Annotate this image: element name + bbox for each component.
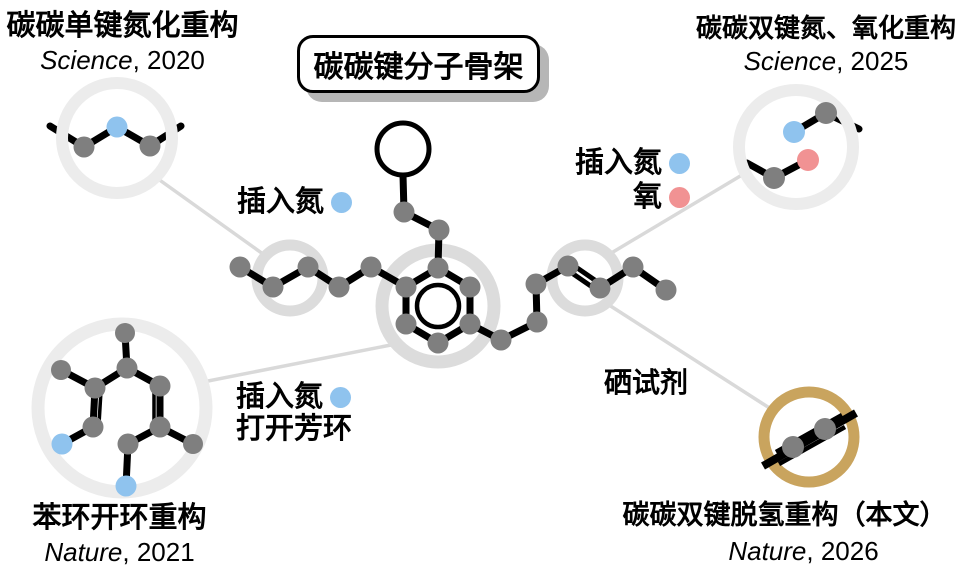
carbon-atom: [763, 167, 785, 189]
journal-year: , 2021: [122, 537, 195, 567]
fragment-circle: [31, 317, 213, 499]
fragment-circle: [56, 77, 178, 199]
fragment-bottom-right: [758, 386, 860, 488]
carbon-atom: [116, 357, 138, 379]
nitrogen-atom: [51, 433, 73, 455]
carbon-atom: [782, 436, 804, 458]
journal-year: , 2025: [836, 46, 909, 76]
carbon-atom: [459, 313, 481, 335]
carbon-atom: [117, 433, 139, 455]
carbon-atom: [297, 256, 319, 278]
center-title-label: 碳碳键分子骨架: [313, 51, 524, 84]
carbon-atom: [149, 416, 171, 438]
carbon-atom: [149, 375, 171, 397]
bottom-left-title: 苯环开环重构: [32, 502, 207, 534]
annotation-text: 插入氮: [237, 186, 325, 218]
carbon-atom: [525, 273, 547, 295]
carbon-atom: [115, 323, 135, 343]
annotation-row: 打开芳环: [236, 413, 352, 445]
top-left-title: 碳碳单键氮化重构: [6, 10, 239, 42]
carbon-atom: [815, 102, 837, 124]
oxygen-atom: [797, 149, 819, 171]
carbon-atom: [395, 276, 417, 298]
annotation-text: 插入氮: [574, 147, 662, 179]
carbon-atom: [84, 377, 106, 399]
carbon-atom: [622, 256, 644, 278]
connector-line: [611, 170, 749, 254]
carbon-atom: [51, 360, 71, 380]
connector-line: [201, 342, 398, 384]
carbon-atom: [490, 329, 512, 351]
carbon-atom: [395, 313, 417, 335]
carbon-atom: [360, 256, 382, 278]
journal-year: , 2026: [806, 536, 879, 566]
connector-lines: [152, 170, 773, 411]
carbon-atom: [262, 276, 284, 298]
carbon-atom: [655, 279, 677, 301]
carbon-atom: [229, 256, 251, 278]
carbon-atom: [183, 434, 203, 454]
pendant-ring: [374, 120, 432, 178]
carbon-atom: [557, 255, 579, 277]
annotation-text: 插入氮: [236, 381, 324, 413]
nitrogen-dot-icon: [330, 386, 352, 408]
annotation-open-ring: 插入氮 打开芳环: [236, 381, 352, 445]
skeleton-atoms: [229, 201, 677, 354]
nitrogen-dot-icon: [669, 152, 690, 174]
journal-year: , 2020: [132, 45, 205, 75]
aromatic-circle: [414, 282, 462, 330]
carbon-atom: [427, 257, 449, 279]
annotation-insert-nitrogen-left: 插入氮: [237, 186, 353, 219]
journal-name: Nature: [44, 537, 123, 567]
carbon-atom: [393, 201, 415, 223]
fragment-top-left: [46, 77, 185, 199]
carbon-atom: [427, 332, 449, 354]
fragment-bottom-left: [31, 317, 213, 499]
top-right-citation: Science, 2025: [685, 46, 967, 77]
fragment-circle: [733, 84, 859, 210]
annotation-text: 氧: [632, 181, 662, 213]
carbon-atom: [328, 276, 350, 298]
annotation-insert-nitrogen-oxygen-right: 插入氮 氧: [540, 147, 690, 215]
top-right-title: 碳碳双键氮、氧化重构: [695, 14, 956, 43]
carbon-atom: [589, 277, 611, 299]
carbon-atom: [459, 276, 481, 298]
carbon-atom: [428, 219, 450, 241]
carbon-atom: [139, 135, 161, 157]
bottom-left-citation: Nature, 2021: [12, 537, 227, 568]
bond: [761, 409, 858, 470]
connector-line: [152, 174, 265, 256]
nitrogen-atom: [783, 121, 805, 143]
nitrogen-dot-icon: [331, 191, 353, 213]
bottom-right-citation: Nature, 2026: [640, 536, 967, 567]
center-title-box: 碳碳键分子骨架: [297, 35, 540, 93]
carbon-atom: [814, 418, 836, 440]
oxygen-dot-icon: [669, 186, 690, 208]
annotation-row: 插入氮: [236, 381, 352, 413]
annotation-row: 插入氮: [540, 147, 690, 181]
nitrogen-atom: [106, 116, 128, 138]
carbon-atom: [82, 416, 104, 438]
journal-name: Science: [40, 45, 133, 75]
fragment-top-right: [733, 84, 863, 210]
carbon-atom: [526, 311, 548, 333]
carbon-atom: [73, 136, 95, 158]
connector-line: [607, 303, 773, 411]
double-bond-highlight-ring: [546, 239, 624, 317]
top-left-citation: Science, 2020: [0, 45, 245, 76]
bottom-right-title: 碳碳双键脱氢重构（本文）: [622, 500, 947, 530]
gold-circle: [758, 386, 860, 488]
journal-name: Science: [743, 46, 837, 76]
annotation-selenium-reagent: 硒试剂: [604, 368, 689, 399]
journal-name: Nature: [728, 536, 807, 566]
nitrogen-atom: [115, 475, 137, 497]
annotation-text: 打开芳环: [236, 413, 353, 445]
annotation-row: 氧: [540, 181, 690, 215]
